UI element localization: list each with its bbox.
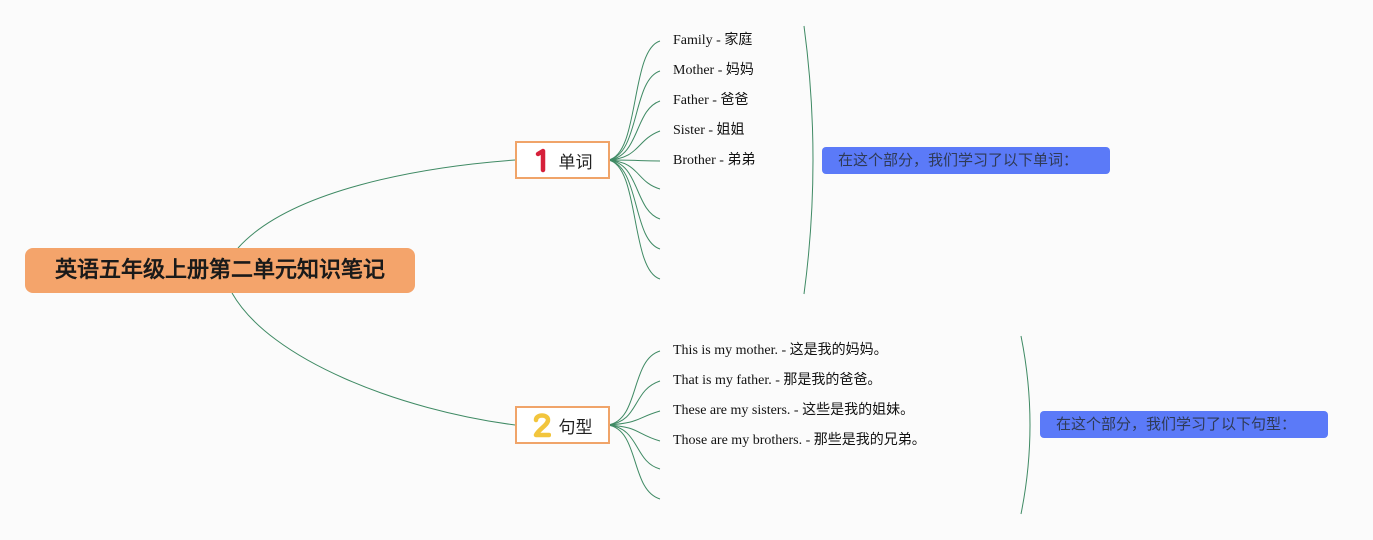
branch-2-leaf-connectors: [607, 350, 661, 500]
root-to-branch-2-connector: [231, 292, 516, 426]
vocabulary-leaf-mother[interactable]: Mother - 妈妈: [673, 63, 754, 78]
branch-topic-sentence-patterns-label: 句型: [558, 417, 593, 438]
vocabulary-summary[interactable]: 在这个部分，我们学习了以下单词：: [822, 147, 1110, 174]
root-to-branch-1-connector: [237, 159, 516, 249]
branch-topic-vocabulary-label: 单词: [558, 152, 593, 173]
branch-2-summary-bracket: [1020, 335, 1031, 515]
sentence-leaf-those-are-my-brothers[interactable]: Those are my brothers. - 那些是我的兄弟。: [673, 433, 926, 448]
vocabulary-leaf-brother[interactable]: Brother - 弟弟: [673, 153, 756, 168]
number-one-badge-icon: [535, 148, 545, 173]
root-topic-title: 英语五年级上册第二单元知识笔记: [54, 258, 385, 283]
vocabulary-leaf-family[interactable]: Family - 家庭: [673, 33, 753, 48]
sentence-leaf-these-are-my-sisters[interactable]: These are my sisters. - 这些是我的姐妹。: [673, 403, 915, 418]
sentence-patterns-summary[interactable]: 在这个部分，我们学习了以下句型：: [1040, 411, 1328, 438]
vocabulary-leaf-father[interactable]: Father - 爸爸: [673, 93, 749, 108]
sentence-leaf-that-is-my-father[interactable]: That is my father. - 那是我的爸爸。: [673, 373, 882, 388]
branch-1-summary-bracket: [803, 25, 814, 295]
branch-topic-sentence-patterns[interactable]: 句型: [515, 406, 610, 444]
sentence-leaf-this-is-my-mother[interactable]: This is my mother. - 这是我的妈妈。: [673, 343, 888, 358]
vocabulary-leaf-sister[interactable]: Sister - 姐姐: [673, 123, 745, 138]
number-two-badge-icon: [533, 413, 551, 438]
branch-topic-vocabulary[interactable]: 单词: [515, 141, 610, 179]
root-topic[interactable]: 英语五年级上册第二单元知识笔记: [25, 248, 415, 293]
branch-1-leaf-connectors: [607, 40, 661, 280]
